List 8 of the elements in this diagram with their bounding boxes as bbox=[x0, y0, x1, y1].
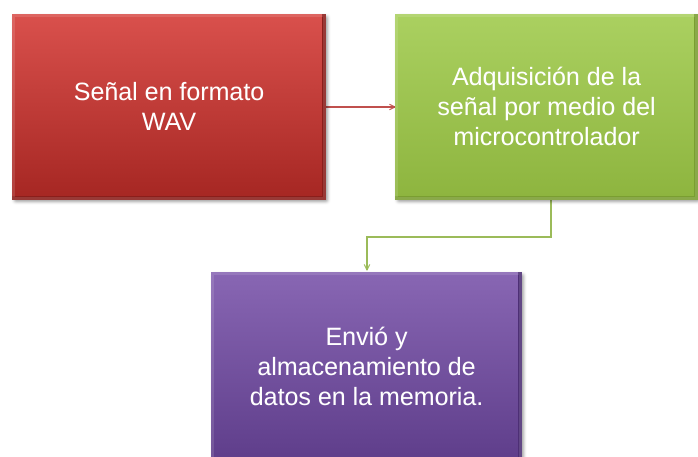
process-box bbox=[395, 14, 698, 200]
process-box bbox=[12, 14, 326, 200]
box-text: Adquisición de la señal por medio del microcontrolador bbox=[436, 62, 657, 152]
process-box bbox=[211, 272, 522, 457]
box-text: Señal en formato WAV bbox=[72, 77, 266, 137]
box-text: Envió y almacenamiento de datos en la memoria. bbox=[248, 322, 484, 412]
arrow bbox=[364, 200, 552, 271]
arrow bbox=[326, 104, 396, 110]
